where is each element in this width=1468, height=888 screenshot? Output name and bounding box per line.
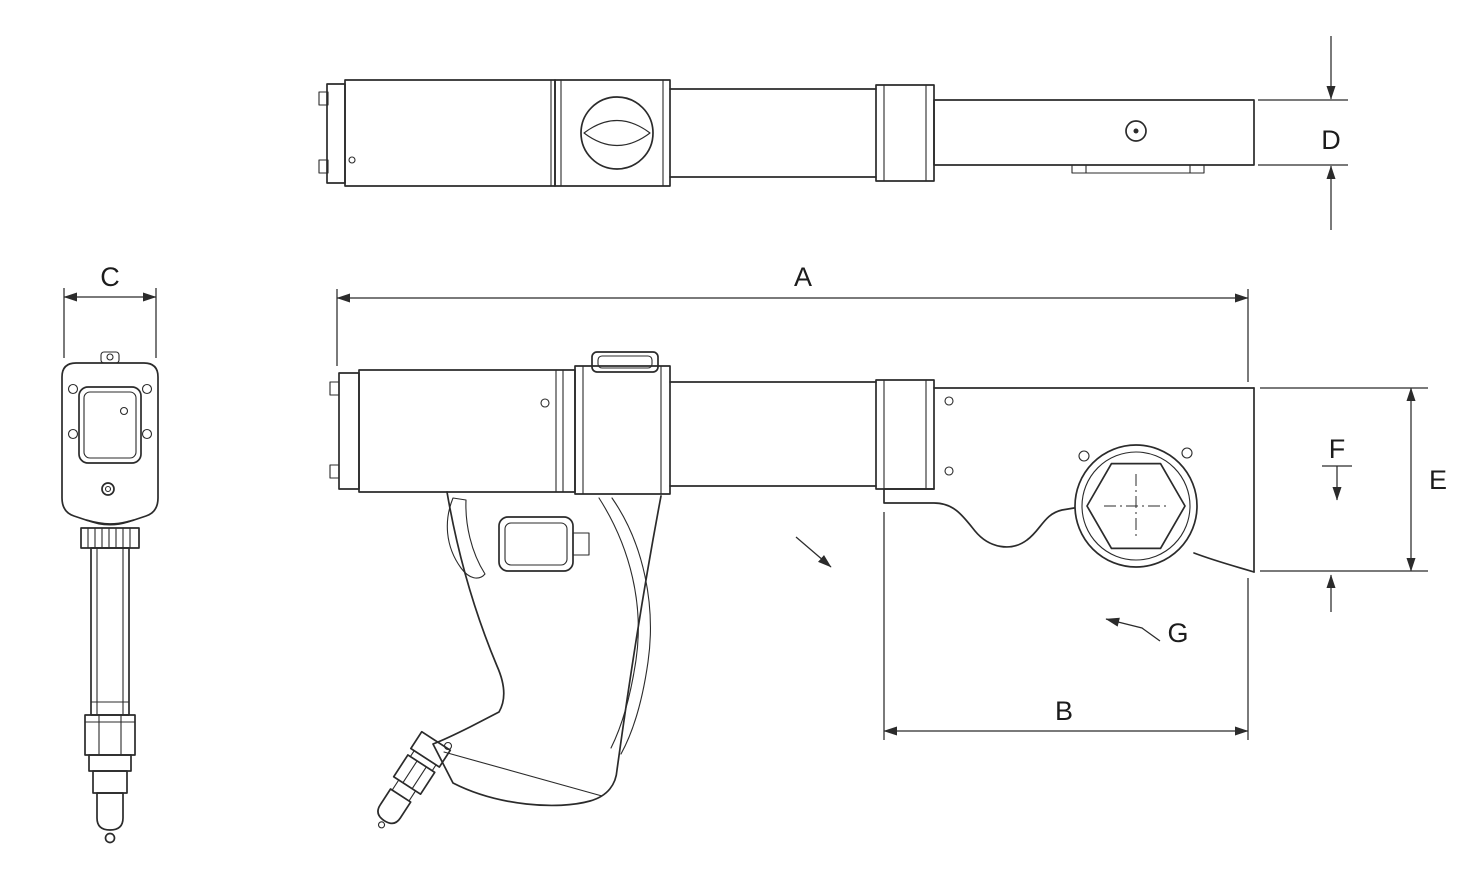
- end-view-panel: [78, 386, 142, 464]
- valve-block: [498, 516, 574, 572]
- base-plate-line: [443, 751, 603, 797]
- coupling-sleeve: [92, 770, 128, 794]
- head-wave-edge: [883, 488, 1075, 548]
- rotary-knob: [580, 96, 654, 170]
- dimension-g-leader: G: [1105, 617, 1189, 648]
- dimension-d: D: [1258, 36, 1348, 230]
- screw: [141, 383, 153, 395]
- dimension-label-e: E: [1429, 465, 1447, 495]
- screw: [1078, 450, 1090, 462]
- top-button: [591, 351, 659, 373]
- nipple-tip: [104, 832, 116, 844]
- side-view-end-cap: [338, 372, 360, 490]
- end-view-head: [61, 362, 159, 525]
- top-view-coupling: [875, 84, 935, 182]
- bar-bottom-plate: [1071, 164, 1205, 174]
- end-view-shaft: [80, 527, 140, 844]
- top-view-reaction-bar: [933, 99, 1255, 166]
- end-view-center-hole: [101, 482, 115, 496]
- side-view-gear-section: [574, 365, 671, 495]
- grip-outline: [432, 491, 662, 807]
- screw: [141, 428, 153, 440]
- top-view: [318, 79, 1255, 187]
- air-inlet-connector: [377, 730, 452, 829]
- side-view-coupling: [875, 379, 935, 490]
- hex-socket: [1074, 444, 1198, 568]
- screw: [1181, 447, 1193, 459]
- edge-leader-arrow: [795, 536, 832, 568]
- dimension-f: F: [1322, 434, 1352, 612]
- rear-strap: [611, 497, 651, 755]
- screw: [67, 383, 79, 395]
- pistol-grip: [377, 491, 662, 829]
- dimension-label-f: F: [1329, 434, 1346, 464]
- top-view-left-tab: [318, 159, 329, 174]
- end-view: C: [61, 262, 159, 844]
- top-view-knob-section: [554, 79, 671, 187]
- reaction-head: [883, 387, 1255, 573]
- screw: [119, 406, 129, 416]
- top-view-left-tab: [318, 91, 329, 106]
- dimension-label-c: C: [100, 262, 120, 292]
- screw: [67, 428, 79, 440]
- screw: [540, 398, 550, 408]
- dimension-label-g: G: [1167, 618, 1188, 648]
- valve-stub: [572, 532, 590, 556]
- screw: [944, 396, 954, 406]
- trigger: [446, 497, 486, 579]
- hex-nut: [84, 714, 136, 756]
- bar-hole: [1125, 120, 1147, 142]
- dimension-label-d: D: [1321, 125, 1341, 155]
- dimension-a: A: [336, 262, 1249, 382]
- dimension-e: E: [1260, 387, 1447, 572]
- dimension-b: B: [883, 512, 1249, 740]
- screw: [944, 466, 954, 476]
- top-view-motor-housing: [344, 79, 556, 187]
- collar: [88, 754, 132, 772]
- top-view-end-cap: [326, 83, 346, 184]
- vent-hole: [348, 156, 356, 164]
- dimension-label-a: A: [794, 262, 812, 292]
- side-view: A: [329, 262, 1447, 829]
- side-view-motor-housing: [358, 369, 576, 493]
- dimension-c: C: [63, 262, 157, 358]
- side-view-body: [329, 351, 935, 495]
- end-nipple: [96, 792, 124, 831]
- dimension-label-b: B: [1055, 696, 1073, 726]
- inlet-nipple: [377, 788, 412, 825]
